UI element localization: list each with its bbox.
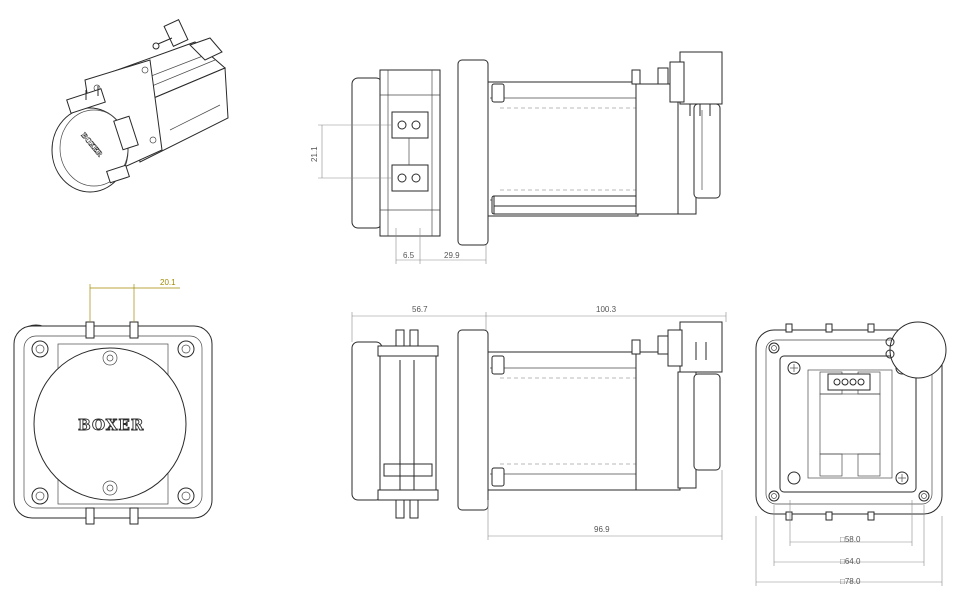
dim-square-inner: □58.0 [840, 535, 861, 544]
rear-view: □58.0 □64.0 □78.0 [755, 321, 947, 586]
dim-square-outer: □78.0 [840, 577, 861, 586]
dim-square-mid: □64.0 [840, 557, 861, 566]
dim-body-length: 96.9 [594, 525, 610, 534]
isometric-view: BOXER [51, 18, 229, 193]
dim-port-spacing: 20.1 [160, 278, 176, 287]
dim-vertical-spacing: 21.1 [310, 146, 319, 162]
front-view: BOXER 20.1 [13, 278, 213, 525]
dim-offset-small: 6.5 [403, 251, 415, 260]
top-view: 21.1 6.5 29.9 [310, 51, 723, 264]
dim-head-length: 56.7 [412, 305, 428, 314]
dim-motor-length: 100.3 [596, 305, 617, 314]
dim-offset-large: 29.9 [444, 251, 460, 260]
side-view: 56.7 100.3 96.9 [351, 305, 727, 540]
front-logo: BOXER [78, 416, 144, 434]
